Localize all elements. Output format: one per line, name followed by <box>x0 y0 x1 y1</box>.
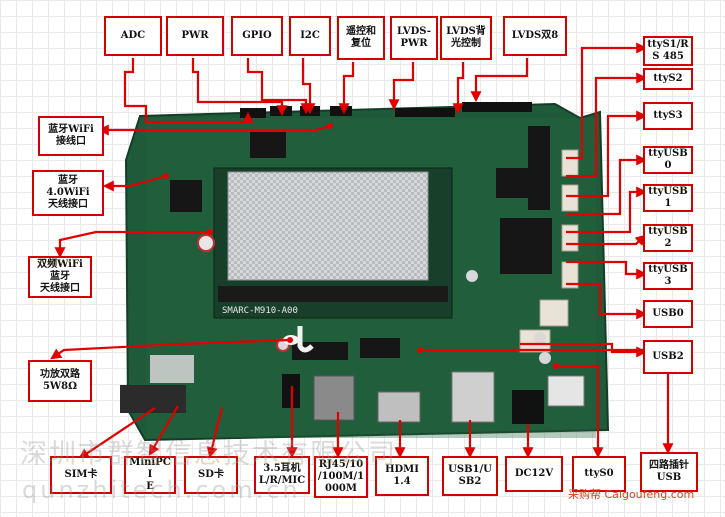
label-bt-wifi-antenna: 蓝牙 4.0WiFi 天线接口 <box>32 170 104 216</box>
label-tty-s0: ttyS0 <box>572 456 626 492</box>
label-tty-s1: ttyS1/R S 485 <box>643 36 693 66</box>
label-rj45: RJ45/10 /100M/1 000M <box>314 456 368 498</box>
label-lvds-dual8: LVDS双8 <box>503 16 567 56</box>
label-amp: 功放双路 5W8Ω <box>28 360 92 402</box>
label-sd: SD卡 <box>184 456 238 494</box>
board-silkscreen: SMARC-M910-A00 <box>222 306 298 316</box>
label-tty-usb1: ttyUSB 1 <box>643 184 693 212</box>
label-usb1-usb2: USB1/U SB2 <box>442 456 498 496</box>
chips <box>170 126 552 360</box>
label-adc: ADC <box>104 16 162 56</box>
leader-dots <box>163 123 559 369</box>
label-audio: 3.5耳机 L/R/MIC <box>254 456 310 494</box>
label-usb-4pin: 四路插针 USB <box>640 452 698 492</box>
label-hdmi: HDMI 1.4 <box>375 456 429 496</box>
label-tty-usb0: ttyUSB 0 <box>643 146 693 174</box>
heatsink <box>227 171 429 281</box>
label-lvds-pwr: LVDS- PWR <box>390 16 438 60</box>
label-usb2: USB2 <box>643 340 693 374</box>
label-minipcie: MiniPCI E <box>124 456 176 494</box>
label-usb0: USB0 <box>643 300 693 328</box>
label-bt-wifi-port: 蓝牙WiFi 接线口 <box>38 116 104 156</box>
label-lvds-backlight: LVDS背 光控制 <box>440 16 492 60</box>
label-tty-s2: ttyS2 <box>643 68 693 90</box>
label-dc12v: DC12V <box>505 456 563 492</box>
label-sim: SIM卡 <box>50 456 112 494</box>
label-remote-reset: 遥控和 复位 <box>337 16 385 60</box>
som-connector <box>218 286 448 302</box>
probe-cable <box>297 326 314 353</box>
leader-lines <box>50 42 674 460</box>
label-i2c: I2C <box>289 16 331 56</box>
label-gpio: GPIO <box>231 16 283 56</box>
label-pwr: PWR <box>166 16 224 56</box>
label-tty-usb3: ttyUSB 3 <box>643 262 693 290</box>
label-tty-usb2: ttyUSB 2 <box>643 224 693 252</box>
label-dual-wifi-antenna: 双频WiFi 蓝牙 天线接口 <box>28 256 92 298</box>
label-tty-s3: ttyS3 <box>643 102 693 130</box>
right-connectors <box>519 149 579 353</box>
